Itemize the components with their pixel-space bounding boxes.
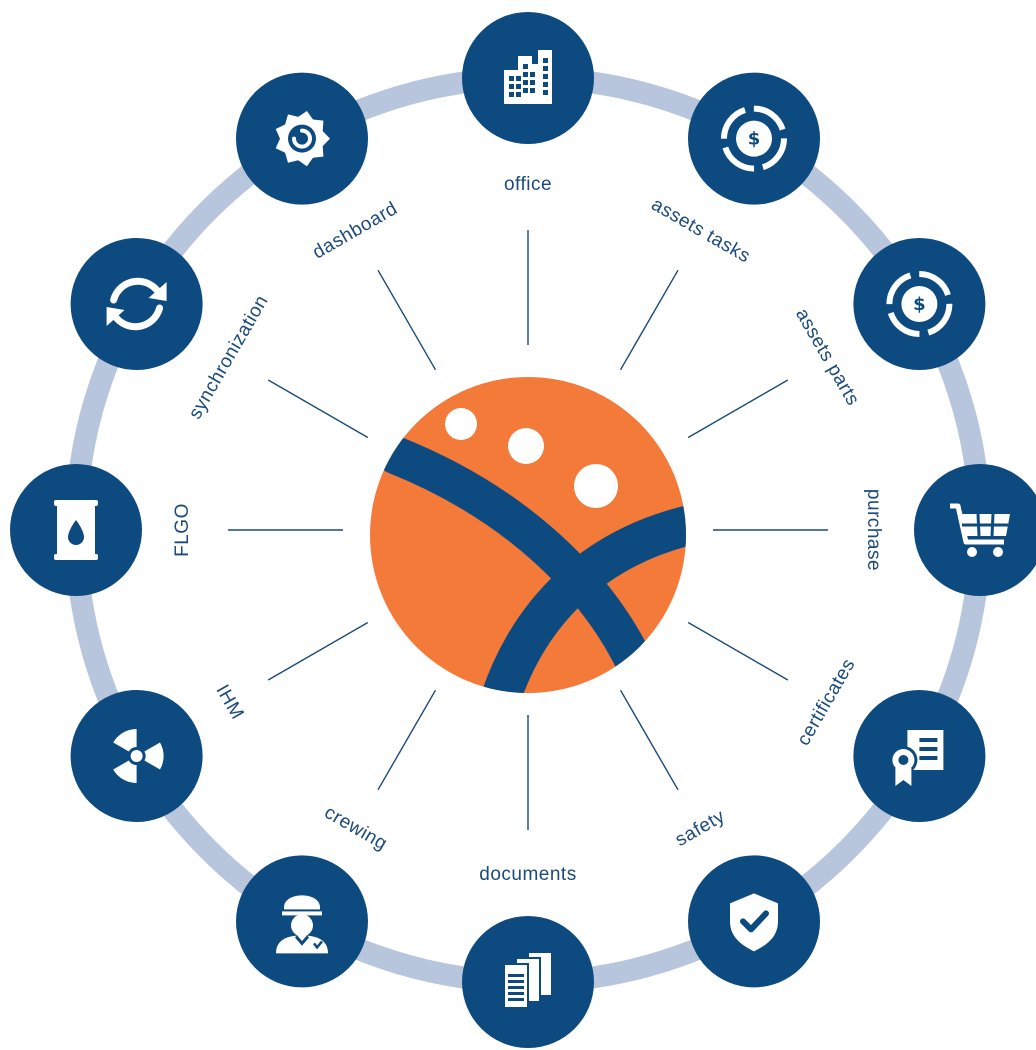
building-icon	[504, 50, 552, 104]
spoke-synchronization	[267, 379, 369, 439]
svg-text:$: $	[913, 294, 926, 315]
module-node-certificates[interactable]	[853, 690, 986, 822]
module-node-ihm[interactable]	[70, 690, 203, 822]
dollar-circle-icon: $	[886, 271, 953, 337]
module-node-documents[interactable]	[462, 916, 594, 1048]
gauge-icon	[275, 111, 330, 167]
crew-officer-icon	[276, 895, 328, 954]
label-assets-parts: assets parts	[791, 305, 863, 409]
label-ihm: IHM	[211, 681, 247, 723]
label-crewing: crewing	[321, 802, 391, 855]
module-node-dashboard[interactable]	[236, 72, 368, 205]
module-nodes: $$	[10, 12, 1036, 1048]
label-office: office	[504, 174, 552, 195]
certificate-icon	[889, 730, 944, 786]
sync-icon	[106, 277, 167, 331]
module-node-assets-tasks[interactable]: $	[688, 72, 820, 205]
module-node-office[interactable]	[462, 12, 594, 144]
spoke-ihm	[267, 621, 369, 681]
oil-barrel-icon	[54, 500, 98, 560]
label-assets-tasks: assets tasks	[648, 194, 754, 267]
module-node-safety[interactable]	[688, 855, 820, 988]
spoke-certificates	[687, 621, 789, 681]
label-dashboard: dashboard	[309, 198, 401, 263]
label-certificates: certificates	[793, 655, 860, 749]
spoke-crewing	[377, 689, 437, 791]
spoke-assets-parts	[687, 379, 789, 439]
module-node-purchase[interactable]	[914, 464, 1036, 596]
spokes	[228, 230, 828, 830]
documents-icon	[503, 951, 553, 1009]
label-documents: documents	[479, 864, 576, 885]
spoke-dashboard	[377, 269, 437, 371]
spoke-assets-tasks	[619, 269, 679, 371]
module-node-flgo[interactable]	[10, 464, 142, 596]
label-purchase: purchase	[863, 489, 884, 571]
shield-check-icon	[730, 893, 778, 952]
label-flgo: FLGO	[172, 503, 193, 557]
spoke-safety	[619, 689, 679, 791]
shopping-cart-icon	[950, 503, 1010, 557]
dollar-circle-icon: $	[721, 105, 787, 172]
module-node-crewing[interactable]	[236, 855, 368, 988]
central-logo	[370, 377, 686, 693]
svg-text:$: $	[748, 129, 761, 150]
module-node-synchronization[interactable]	[70, 238, 203, 370]
module-node-assets-parts[interactable]: $	[853, 238, 986, 370]
label-safety: safety	[672, 806, 729, 851]
